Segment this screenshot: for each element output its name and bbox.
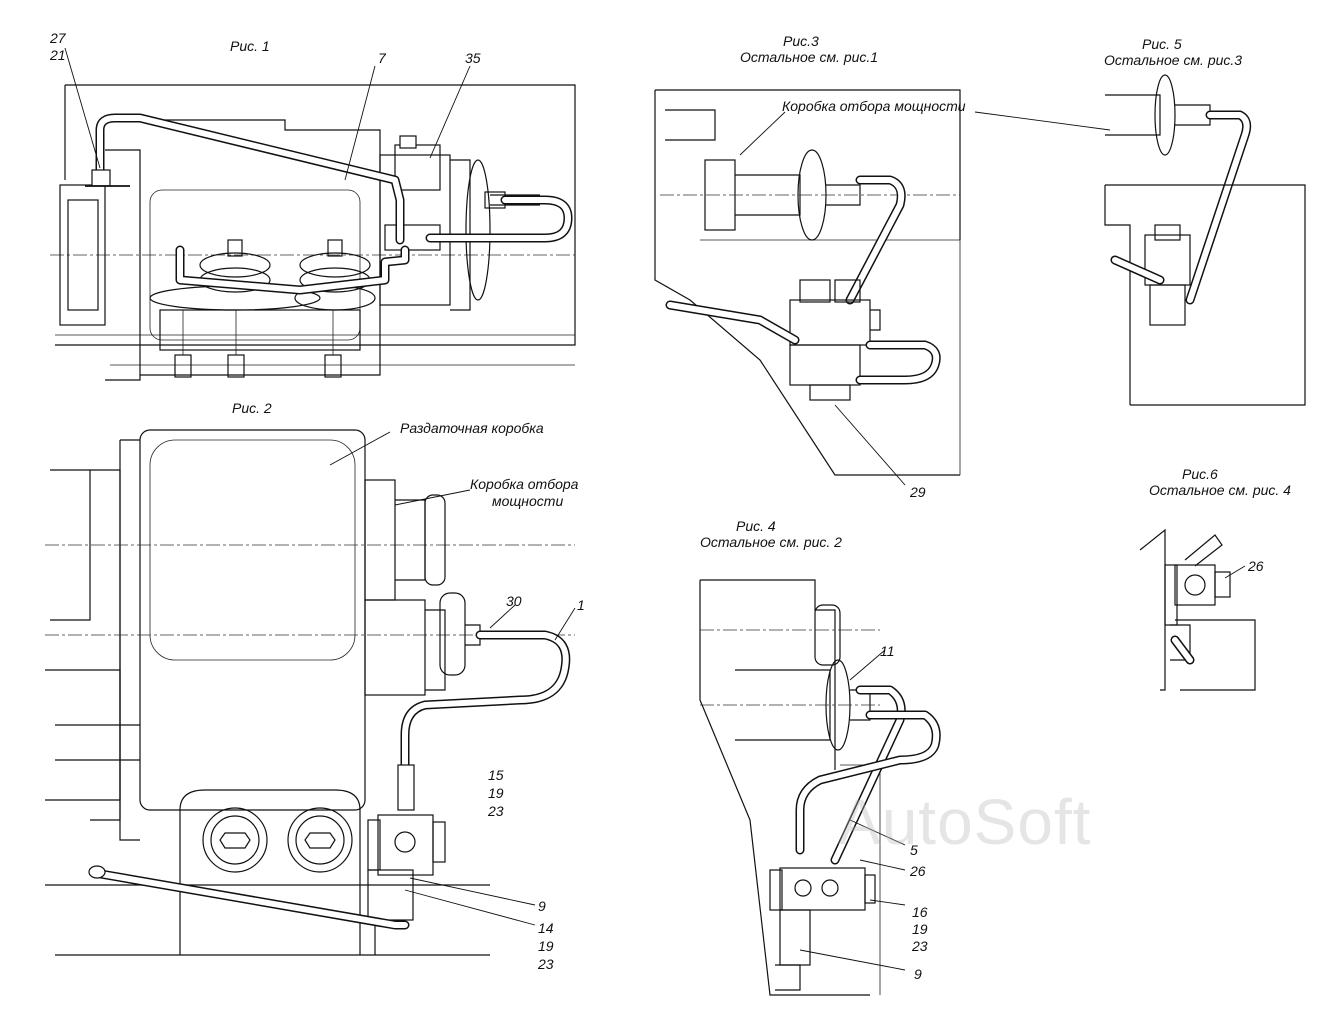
- fig5-note: Остальное см. рис.3: [1104, 52, 1243, 68]
- callout-5: 5: [910, 842, 918, 858]
- figure-5-drawing: [1104, 74, 1306, 406]
- figure-3-drawing: [654, 89, 1111, 486]
- callout-26a: 26: [910, 863, 926, 879]
- callout-30: 30: [506, 593, 522, 609]
- label-transfer-case: Раздаточная коробка: [400, 420, 544, 436]
- fig6-title: Рис.6: [1182, 466, 1218, 482]
- callout-7: 7: [378, 50, 386, 66]
- callout-35: 35: [465, 50, 481, 66]
- fig6-note: Остальное см. рис. 4: [1149, 482, 1291, 498]
- watermark: AutoSoft: [838, 786, 1092, 858]
- fig1-title: Рис. 1: [230, 38, 270, 54]
- callout-23b: 23: [538, 956, 554, 972]
- figure-6-drawing: [1139, 528, 1256, 691]
- fig4-title: Рис. 4: [736, 518, 776, 534]
- callout-9a: 9: [538, 898, 546, 914]
- callout-26b: 26: [1248, 558, 1264, 574]
- callout-19b: 19: [538, 938, 554, 954]
- callout-11: 11: [880, 643, 895, 659]
- label-pto-line1: Коробка отбора: [470, 476, 579, 492]
- callout-21: 21: [50, 47, 66, 63]
- fig5-title: Рис. 5: [1142, 36, 1182, 52]
- callout-29: 29: [910, 484, 926, 500]
- figure-2-drawing: [45, 429, 576, 956]
- callout-27: 27: [50, 30, 66, 46]
- callout-19c: 19: [912, 921, 928, 937]
- callout-19a: 19: [488, 785, 504, 801]
- callout-9b: 9: [914, 966, 922, 982]
- callout-14: 14: [538, 920, 554, 936]
- fig3-note: Остальное см. рис.1: [740, 49, 879, 65]
- callout-16: 16: [912, 904, 928, 920]
- fig3-title: Рис.3: [783, 33, 819, 49]
- callout-15: 15: [488, 767, 504, 783]
- callout-23c: 23: [912, 938, 928, 954]
- figure-4-drawing: [699, 579, 941, 996]
- figure-1-drawing: [50, 47, 576, 381]
- fig2-title: Рис. 2: [232, 400, 272, 416]
- callout-23a: 23: [488, 803, 504, 819]
- fig4-note: Остальное см. рис. 2: [700, 534, 842, 550]
- label-pto-fig3: Коробка отбора мощности: [782, 98, 966, 114]
- callout-1: 1: [577, 597, 585, 613]
- label-pto-line2: мощности: [492, 493, 564, 509]
